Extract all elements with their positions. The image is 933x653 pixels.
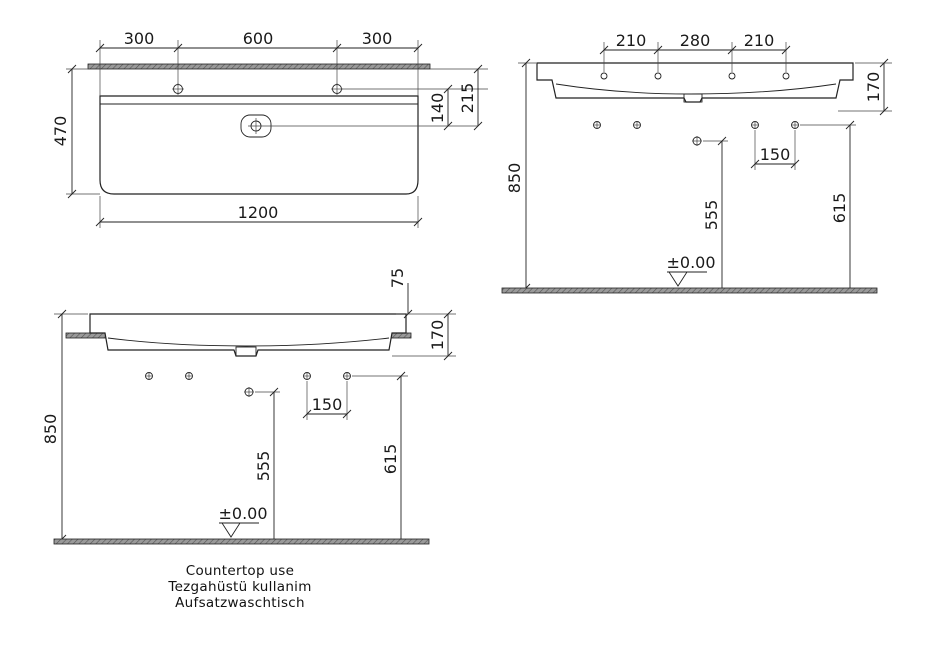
waste-connection — [692, 136, 702, 146]
dim-215: 215 — [458, 83, 477, 114]
basin-side-outline — [89, 313, 407, 357]
tap-hole-right — [331, 83, 343, 95]
dim-300-right: 300 — [362, 29, 393, 48]
level-marker-icon — [221, 522, 241, 538]
dim-850: 850 — [41, 414, 60, 445]
dim-75: 75 — [388, 268, 407, 288]
water-connection — [593, 121, 601, 129]
water-connection — [633, 121, 641, 129]
dim-850: 850 — [505, 163, 524, 194]
dim-600: 600 — [243, 29, 274, 48]
drain-icon — [240, 114, 478, 138]
dim-210-b: 210 — [744, 31, 775, 50]
water-connection — [303, 372, 311, 380]
dim-210-a: 210 — [616, 31, 647, 50]
water-connection — [145, 372, 153, 380]
tap-hole — [600, 72, 608, 80]
dim-150: 150 — [312, 395, 343, 414]
waste-connection — [244, 387, 254, 397]
dim-555: 555 — [254, 451, 273, 482]
drain-outlet — [235, 346, 257, 357]
dim-1200: 1200 — [238, 203, 279, 222]
dim-170: 170 — [864, 72, 883, 103]
water-connection — [185, 372, 193, 380]
side-view-right: 210 280 210 170 850 150 555 — [501, 31, 892, 294]
floor — [501, 287, 878, 294]
dim-470: 470 — [51, 116, 70, 147]
dim-555: 555 — [702, 200, 721, 231]
dim-300-left: 300 — [124, 29, 155, 48]
countertop-slab — [87, 63, 431, 70]
basin-side-outline — [536, 62, 854, 103]
side-view-left: 75 170 850 150 555 615 — [41, 268, 456, 545]
level-marker-icon — [668, 271, 688, 287]
water-connection — [751, 121, 759, 129]
dim-615: 615 — [381, 444, 400, 475]
tap-hole — [782, 72, 790, 80]
dim-170: 170 — [428, 320, 447, 351]
tap-hole-left — [172, 83, 184, 95]
dim-615: 615 — [830, 193, 849, 224]
drain-outlet — [683, 93, 703, 103]
caption-line-tr: Tezgahüstü kullanim — [168, 579, 312, 595]
caption-line-en: Countertop use — [185, 563, 295, 579]
water-connection — [343, 372, 351, 380]
dim-150: 150 — [760, 145, 791, 164]
dim-140: 140 — [428, 93, 447, 124]
caption-line-de: Aufsatzwaschtisch — [175, 595, 305, 611]
dim-280: 280 — [680, 31, 711, 50]
basin-outline — [99, 95, 419, 195]
water-connection — [791, 121, 799, 129]
top-view: 300 600 300 470 140 215 1200 — [51, 29, 488, 228]
level-zero: ±0.00 — [218, 504, 267, 523]
tap-hole — [654, 72, 662, 80]
tap-hole — [728, 72, 736, 80]
caption: Countertop use Tezgahüstü kullanim Aufsa… — [140, 563, 340, 611]
level-zero: ±0.00 — [666, 253, 715, 272]
floor — [53, 538, 430, 545]
